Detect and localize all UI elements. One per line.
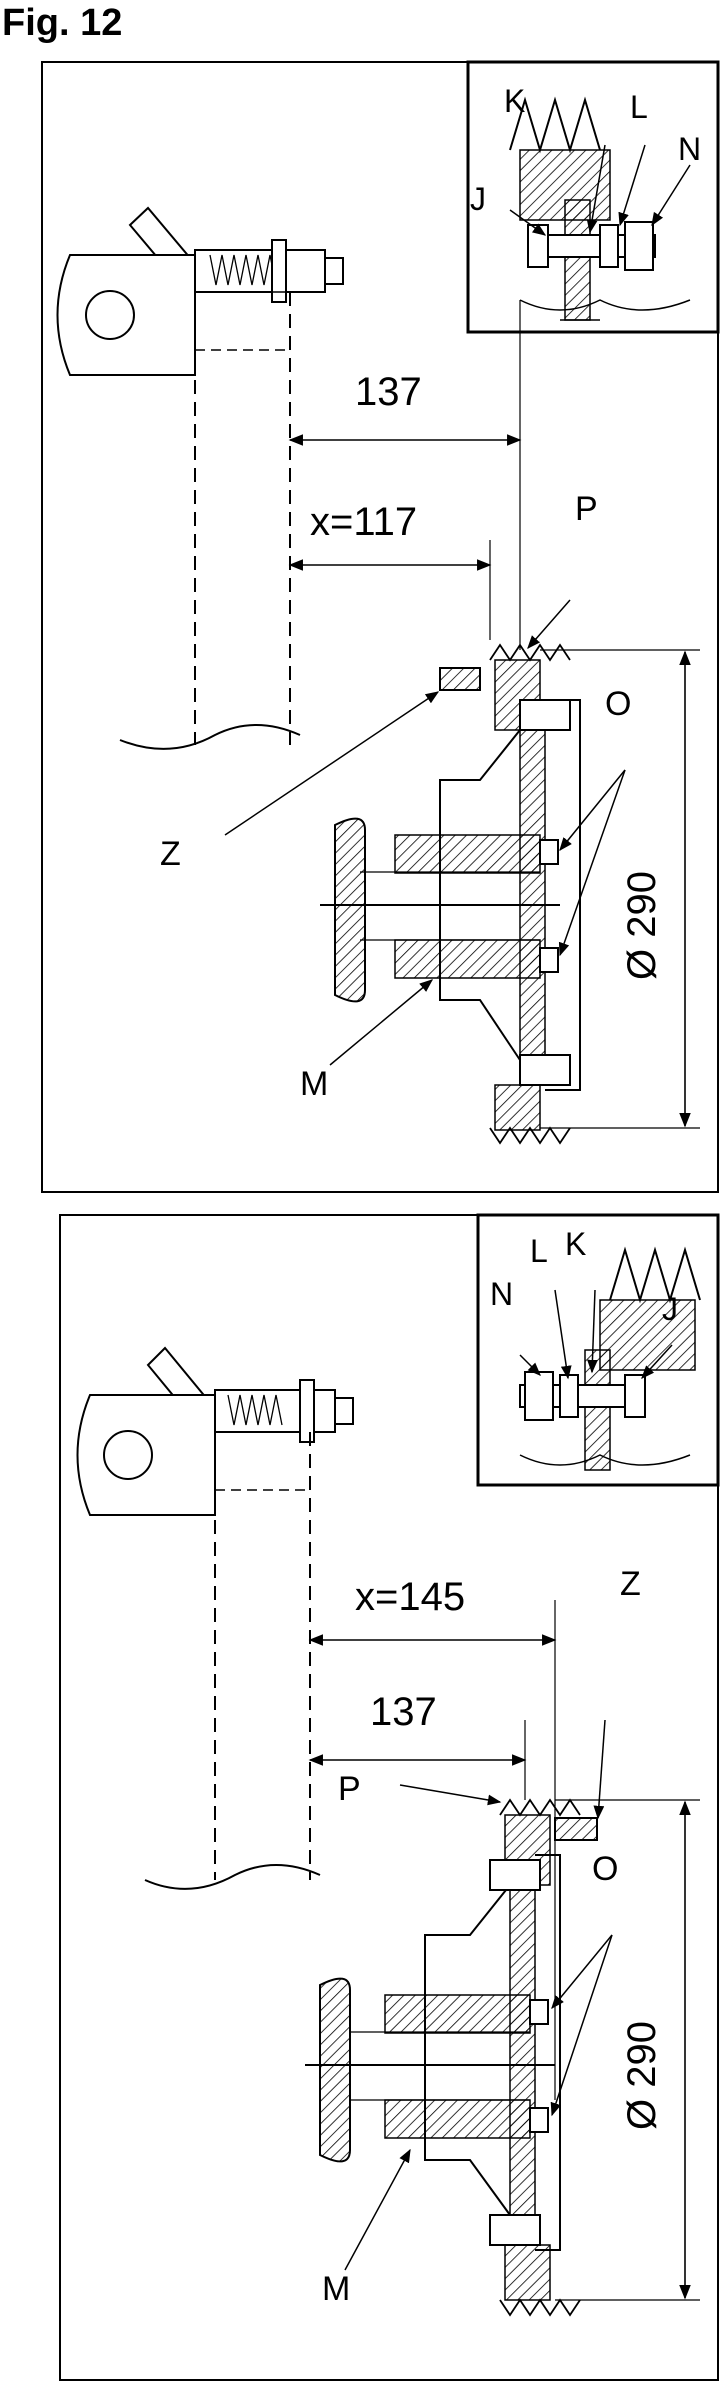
top-label-p: P — [575, 490, 598, 528]
bottom-diameter-290: Ø 290 — [620, 2021, 664, 2130]
bottom-label-m: M — [322, 2270, 350, 2308]
panel-top — [41, 60, 720, 1193]
bottom-dim-x: x=145 — [355, 1575, 465, 1619]
inset-bottom-label-l: L — [530, 1233, 548, 1269]
inset-top — [466, 60, 720, 334]
top-label-m: M — [300, 1065, 328, 1103]
bottom-dim-137: 137 — [370, 1690, 437, 1734]
figure-title: Fig. 12 — [2, 2, 123, 44]
top-label-z: Z — [160, 835, 181, 873]
inset-bottom — [476, 1213, 720, 1487]
inset-bottom-label-j: J — [662, 1291, 678, 1327]
panel-bottom — [59, 1213, 720, 2381]
inset-top-label-n: N — [678, 131, 701, 167]
inset-top-label-l: L — [630, 89, 648, 125]
inset-bottom-label-n: N — [490, 1276, 513, 1312]
inset-bottom-label-k: K — [565, 1226, 586, 1262]
bottom-label-p: P — [338, 1770, 361, 1808]
inset-top-label-k: K — [504, 83, 525, 119]
bottom-label-z: Z — [620, 1565, 641, 1603]
panel-bottom-frame — [59, 1214, 719, 2381]
panel-top-frame — [41, 61, 719, 1193]
top-diameter-290: Ø 290 — [620, 871, 664, 980]
bottom-label-o: O — [592, 1850, 618, 1888]
top-label-o: O — [605, 685, 631, 723]
inset-top-label-j: J — [470, 181, 486, 217]
top-dim-x: x=117 — [310, 500, 417, 544]
top-dim-137: 137 — [355, 370, 422, 414]
